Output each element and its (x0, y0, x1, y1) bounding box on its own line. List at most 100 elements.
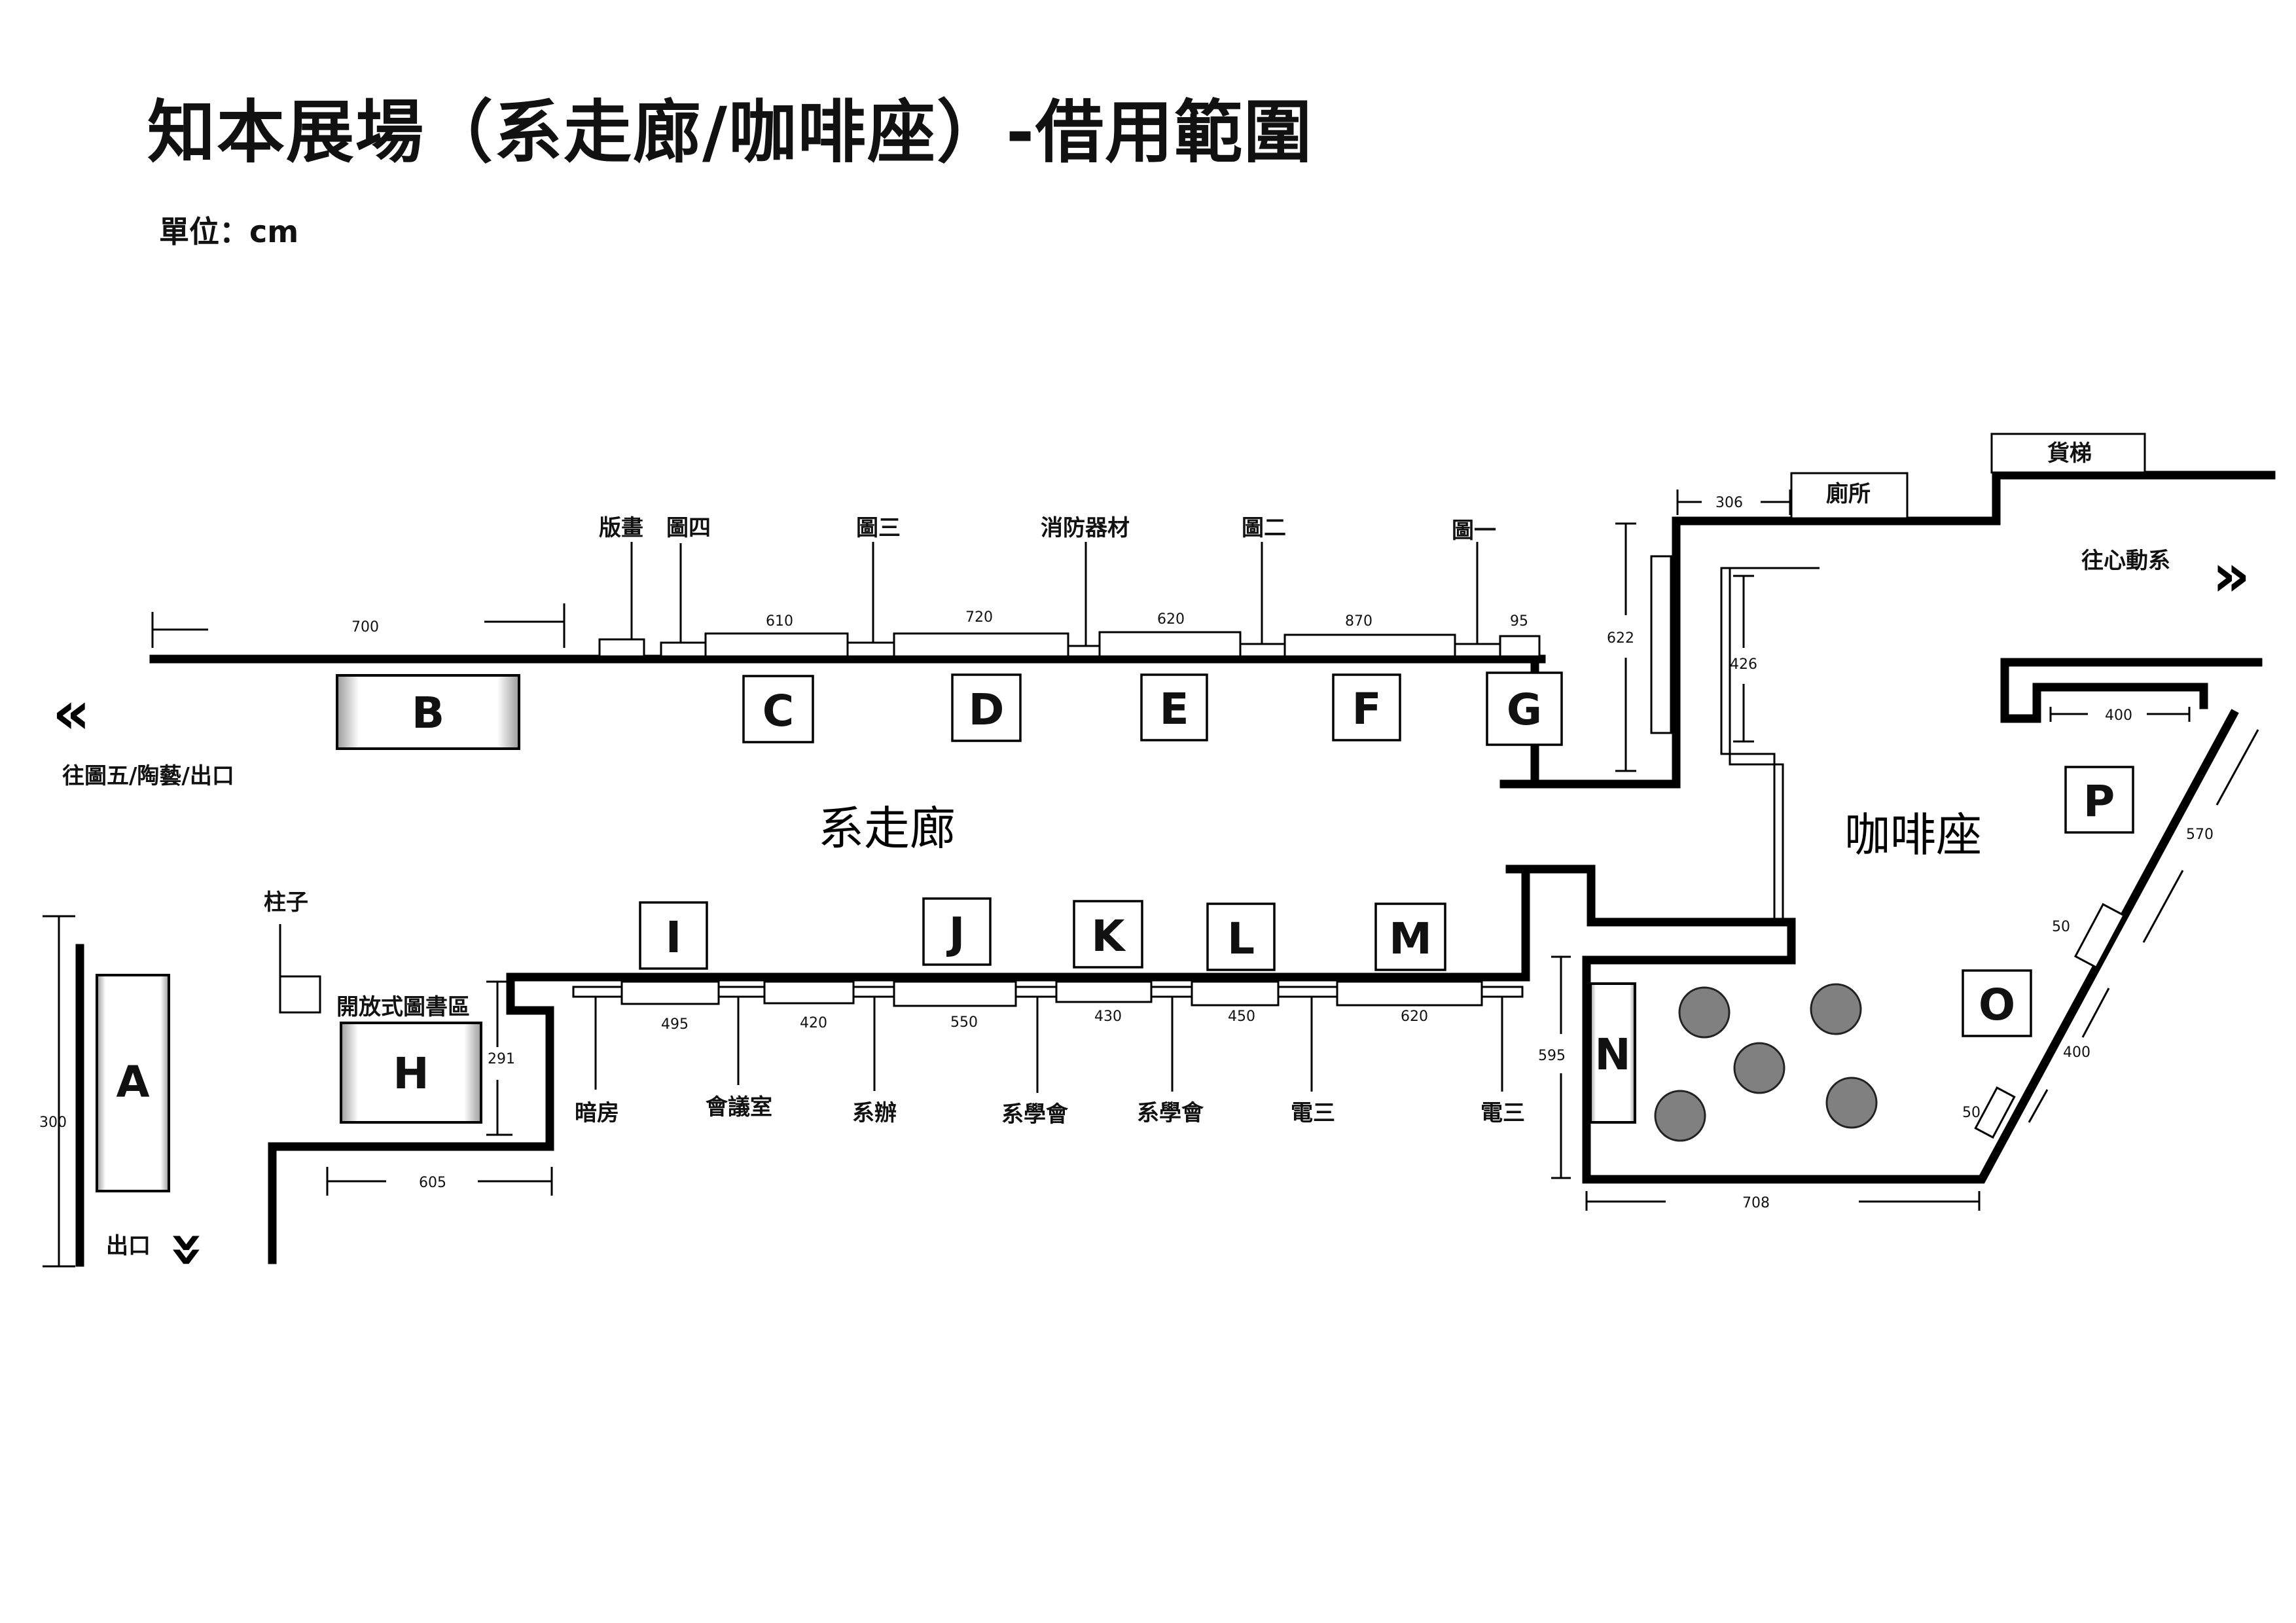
zone-i-box (639, 901, 708, 970)
tu1-door (1454, 643, 1501, 658)
tu4-door (660, 641, 708, 658)
zone-n-box (1589, 982, 1636, 1124)
elevator-box (1990, 433, 2146, 474)
dim-495: 495 (661, 1016, 689, 1033)
zone-o-label: O (1979, 980, 2015, 1030)
zone-a-box (96, 974, 170, 1192)
dim-291: 291 (488, 1051, 515, 1067)
tu3-door (846, 641, 896, 658)
zone-l-label: L (1227, 914, 1255, 964)
cafe-table (1810, 983, 1862, 1035)
assoc1-label: 系學會 (1001, 1101, 1069, 1128)
dim-400-top: 400 (2105, 707, 2132, 724)
zone-e-label: E (1159, 684, 1189, 734)
office-label: 系辦 (852, 1100, 897, 1126)
dim-50-a: 50 (2052, 919, 2070, 935)
zone-e-box (1140, 673, 1208, 741)
wall-720 (893, 632, 1069, 658)
zone-p-box (2064, 766, 2134, 834)
wall-495 (620, 980, 720, 1005)
pillar-label: 柱子 (264, 889, 308, 916)
dim-95: 95 (1510, 613, 1528, 630)
zone-c-box (742, 675, 814, 743)
tu1-label: 圖一 (1452, 518, 1496, 544)
walls (75, 471, 2276, 1267)
cafe-angled-wall (1505, 709, 2239, 1184)
wall-550 (893, 980, 1017, 1007)
library-label: 開放式圖書區 (336, 994, 470, 1020)
dim-620-bot: 620 (1401, 1008, 1428, 1025)
tu3-label: 圖三 (856, 515, 901, 541)
fire-door (1067, 645, 1101, 658)
dim-50-b: 50 (1962, 1105, 1981, 1121)
pillar-box (279, 975, 321, 1014)
corridor-bottom-wall (268, 865, 1530, 1264)
dim-720: 720 (965, 609, 993, 626)
corridor-title: 系走廊 (818, 802, 956, 855)
wall-620 (1098, 631, 1242, 658)
zone-d-box (951, 673, 1022, 742)
zone-k-box (1073, 900, 1143, 969)
cafe-table (1825, 1077, 1878, 1129)
tu4-label: 圖四 (666, 515, 711, 541)
assoc2-label: 系學會 (1137, 1100, 1204, 1126)
zone-i-label: I (666, 912, 682, 963)
zone-l-box (1206, 902, 1276, 971)
banhua-label: 版畫 (599, 515, 643, 541)
zone-a-label: A (116, 1057, 149, 1107)
down-arrow-icon: » (154, 1230, 223, 1268)
elec2-label: 電三 (1480, 1100, 1525, 1126)
to-exit-left-label: 往圖五/陶藝/出口 (62, 763, 234, 789)
to-heart-label: 往心動系 (2081, 548, 2170, 574)
dim-700: 700 (351, 619, 379, 635)
meeting-label: 會議室 (706, 1094, 772, 1120)
wall-g-to-cafe (1499, 471, 2276, 789)
toilet-label: 廁所 (1826, 481, 1871, 507)
zone-n-label: N (1594, 1029, 1630, 1080)
darkroom-label: 暗房 (575, 1100, 619, 1126)
cafe-right-top-wall (2000, 658, 2263, 723)
dim-610: 610 (766, 613, 793, 630)
cafe-table (1733, 1042, 1785, 1094)
top-rooms: 版畫 圖四 圖三 消防器材 圖二 圖一 610 720 620 870 95 (598, 515, 1541, 658)
cafe-fixtures: 廁所 貨梯 306 622 426 400 570 (1538, 433, 2259, 1211)
unit-label: 單位：cm (159, 214, 299, 249)
wall-610 (704, 632, 849, 658)
dim-570: 570 (2186, 827, 2214, 843)
dim-306: 306 (1715, 495, 1743, 511)
toilet-box (1790, 472, 1909, 520)
dim-420: 420 (800, 1015, 827, 1031)
dim-550: 550 (950, 1014, 978, 1031)
zone-g-box (1486, 671, 1563, 746)
zone-j-label: J (946, 908, 965, 959)
banhua-door (598, 638, 645, 658)
right-arrow-icon: » (2212, 541, 2250, 610)
wall-450 (1191, 980, 1280, 1007)
exit-label: 出口 (106, 1233, 151, 1259)
zone-p-label: P (2083, 776, 2115, 827)
zone-m-label: M (1389, 914, 1432, 964)
dim-708: 708 (1742, 1195, 1770, 1211)
wall-430 (1055, 980, 1153, 1003)
dim-450: 450 (1228, 1008, 1255, 1025)
tu2-label: 圖二 (1242, 515, 1286, 541)
zone-f-label: F (1352, 684, 1381, 734)
zone-h-label: H (393, 1048, 429, 1099)
zone-m-box (1374, 902, 1446, 971)
cafe-table (1678, 986, 1731, 1039)
zone-b-box (336, 674, 520, 750)
elec1-label: 電三 (1291, 1100, 1335, 1126)
fire-label: 消防器材 (1041, 515, 1130, 541)
dim-400-mid: 400 (2063, 1044, 2090, 1061)
dim-605: 605 (419, 1175, 446, 1191)
page-title: 知本展場（系走廊/咖啡座）-借用範圍 (147, 92, 1314, 172)
zone-o-box (1962, 969, 2032, 1037)
dim-700-group: 700 (151, 603, 565, 648)
zone-f-box (1332, 673, 1401, 741)
elevator-label: 貨梯 (2047, 440, 2092, 467)
wall-95 (1499, 635, 1541, 658)
dim-622: 622 (1607, 630, 1634, 647)
cafe-table (1654, 1090, 1706, 1142)
zone-d-label: D (969, 685, 1005, 735)
